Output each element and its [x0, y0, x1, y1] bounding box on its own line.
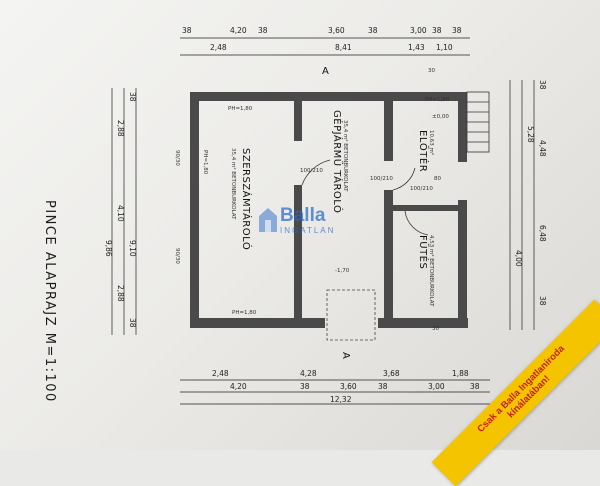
dimension-lines [111, 37, 535, 405]
floor-plan-drawing: PINCE ALAPRAJZ M=1:100 SZERSZÁMTÁROLÓ 35… [42, 26, 547, 405]
watermark-subtitle: INGATLAN [280, 226, 336, 235]
wall-right-lower [458, 200, 467, 328]
dim-right-1: 5,28 [526, 126, 535, 143]
dim-bottom-9: 3,00 [428, 382, 445, 391]
dim-left-5: 9,86 [104, 240, 113, 257]
section-mark-top: A [322, 66, 329, 77]
dim-left-3: 4,10 [116, 205, 125, 222]
wall-interior-3 [393, 205, 458, 211]
room-futes-area: 4,53 m² BETONBURKOLAT [428, 235, 435, 307]
dim-bottom-4: 1,88 [452, 369, 469, 378]
dim-left-2: 2,88 [116, 120, 125, 137]
label-ph-3: PH=1,80 [232, 310, 257, 316]
label-30-a: 30 [428, 68, 435, 74]
house-logo-icon [259, 208, 277, 232]
room-szerszamtarolo-area: 35,4 m² BETONBURKOLAT [230, 148, 237, 220]
dim-left-4: 9,10 [128, 240, 137, 257]
room-eloter: ELŐTÉR [417, 130, 431, 172]
dim-top-5: 3,00 [410, 26, 427, 35]
dim-right-3: 6,48 [538, 225, 547, 242]
dim-top-3: 3,60 [328, 26, 345, 35]
watermark-name: Balla [280, 205, 326, 226]
dim-bottom-10: 38 [470, 382, 480, 391]
dim-top-1: 4,20 [230, 26, 247, 35]
dim-right-4: 4,00 [514, 250, 523, 267]
wall-top [190, 92, 460, 101]
wall-interior-1a [294, 101, 302, 141]
dim-top-9: 2,48 [210, 43, 227, 52]
dim-left-1: 38 [128, 92, 137, 102]
dim-top-12: 1,10 [436, 43, 453, 52]
wall-interior-1b [294, 185, 302, 318]
plan-title: PINCE ALAPRAJZ M=1:100 [42, 200, 57, 403]
dim-top-10: 1,43 [408, 43, 425, 52]
entrance-pit [326, 289, 376, 341]
room-gepjarmu-tarolo: GÉPJÁRMŰ TÁROLÓ [331, 110, 345, 213]
label-30-b: 30 [432, 326, 439, 332]
dim-right-6: 38 [538, 296, 547, 306]
wall-bottom-right [378, 318, 468, 328]
wall-interior-2a [384, 101, 393, 161]
staircase [466, 91, 490, 153]
label-ph-4: PH=1,80 [202, 150, 208, 175]
label-ph-1: PH=1,80 [228, 106, 253, 112]
dim-left-7: 38 [128, 318, 137, 328]
dim-bottom-1: 2,48 [212, 369, 229, 378]
wall-left [190, 92, 199, 328]
label-level-2: ±0,00 [432, 114, 449, 120]
section-mark-bottom: A [340, 352, 351, 359]
wall-bottom-left [190, 318, 325, 328]
dim-right-2: 4,48 [538, 140, 547, 157]
room-szerszamtarolo: SZERSZÁMTÁROLÓ [240, 148, 253, 250]
dim-top-7: 38 [452, 26, 462, 35]
dim-top-4: 38 [368, 26, 378, 35]
dim-left-6: 2,88 [116, 285, 125, 302]
dim-top-8: 38 [182, 26, 192, 35]
label-ph-2: PH=1,80 [425, 97, 450, 103]
room-eloter-area: 10,63 m² [428, 130, 435, 155]
wall-right-upper [458, 92, 467, 162]
dim-bottom-6: 38 [300, 382, 310, 391]
label-door-1: 100/210 [300, 168, 323, 174]
dim-top-6: 38 [432, 26, 442, 35]
label-door-2: 100/210 [370, 176, 393, 182]
dim-bottom-8: 38 [378, 382, 388, 391]
dim-bottom-7: 3,60 [340, 382, 357, 391]
dim-right-5: 38 [538, 80, 547, 90]
label-level-1: -1,70 [335, 268, 350, 274]
door-swings [301, 159, 429, 236]
watermark-logo: Balla INGATLAN [258, 205, 358, 245]
dim-bottom-5: 4,20 [230, 382, 247, 391]
room-futes: FŰTÉS [417, 235, 431, 269]
dim-top-11: 8,41 [335, 43, 352, 52]
label-window-1: 90/30 [174, 150, 180, 166]
dim-top-2: 38 [258, 26, 268, 35]
room-gepjarmu-area: 35,4 m² BETONBURKOLAT [342, 120, 349, 192]
label-window-2: 90/30 [174, 248, 180, 264]
wall-interior-2b [384, 190, 393, 318]
label-80: 80 [434, 176, 441, 182]
dim-bottom-2: 4,28 [300, 369, 317, 378]
label-door-3: 100/210 [410, 186, 433, 192]
walls [190, 92, 468, 328]
dim-bottom-3: 3,68 [383, 369, 400, 378]
dim-bottom-total: 12,32 [330, 395, 352, 404]
